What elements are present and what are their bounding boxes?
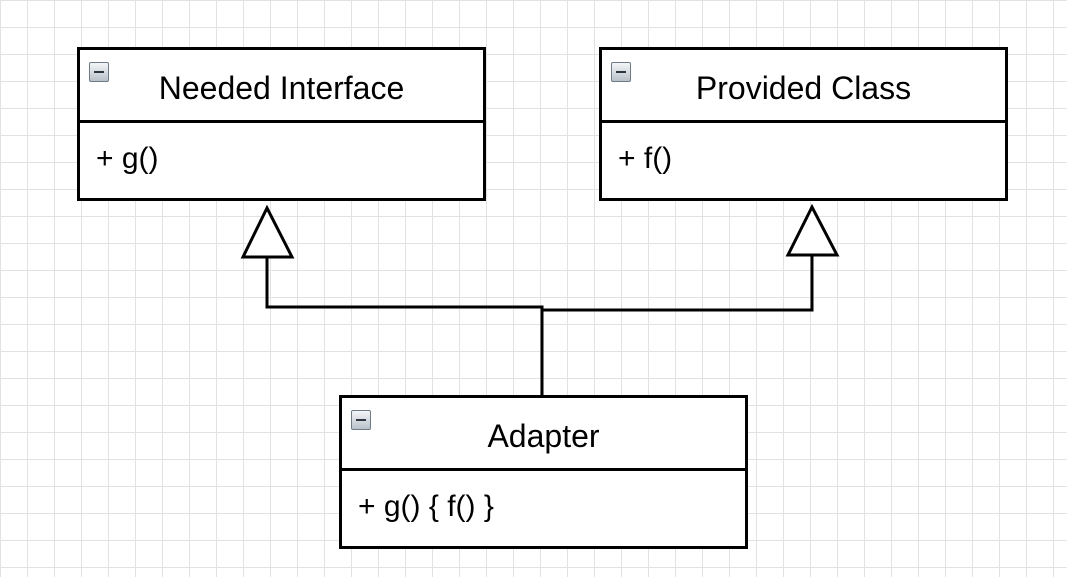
needed-interface-title: Needed Interface [158, 70, 405, 106]
collapse-icon[interactable] [351, 410, 371, 430]
generalization-arrowhead-needed-interface [240, 204, 295, 259]
needed-interface-header: Needed Interface [80, 50, 483, 123]
adapter-class[interactable]: Adapter + g() { f() } [339, 395, 748, 549]
adapter-header: Adapter [342, 398, 745, 471]
collapse-icon[interactable] [89, 62, 109, 82]
collapse-icon[interactable] [611, 62, 631, 82]
provided-class-methods: + f() [602, 123, 1005, 195]
generalization-line-provided-class[interactable] [542, 255, 814, 312]
generalization-arrowhead-provided-class [785, 203, 840, 257]
needed-interface-class[interactable]: Needed Interface + g() [77, 47, 486, 201]
adapter-title: Adapter [487, 418, 600, 454]
generalization-line-needed-interface[interactable] [265, 257, 544, 396]
needed-interface-methods: + g() [80, 123, 483, 195]
provided-class-header: Provided Class [602, 50, 1005, 123]
method-g-calls-f[interactable]: + g() { f() } [358, 490, 494, 523]
adapter-methods: + g() { f() } [342, 471, 745, 543]
provided-class-title: Provided Class [695, 70, 912, 106]
method-f[interactable]: + f() [618, 142, 673, 175]
provided-class-class[interactable]: Provided Class + f() [599, 47, 1008, 201]
method-g[interactable]: + g() [96, 142, 159, 175]
